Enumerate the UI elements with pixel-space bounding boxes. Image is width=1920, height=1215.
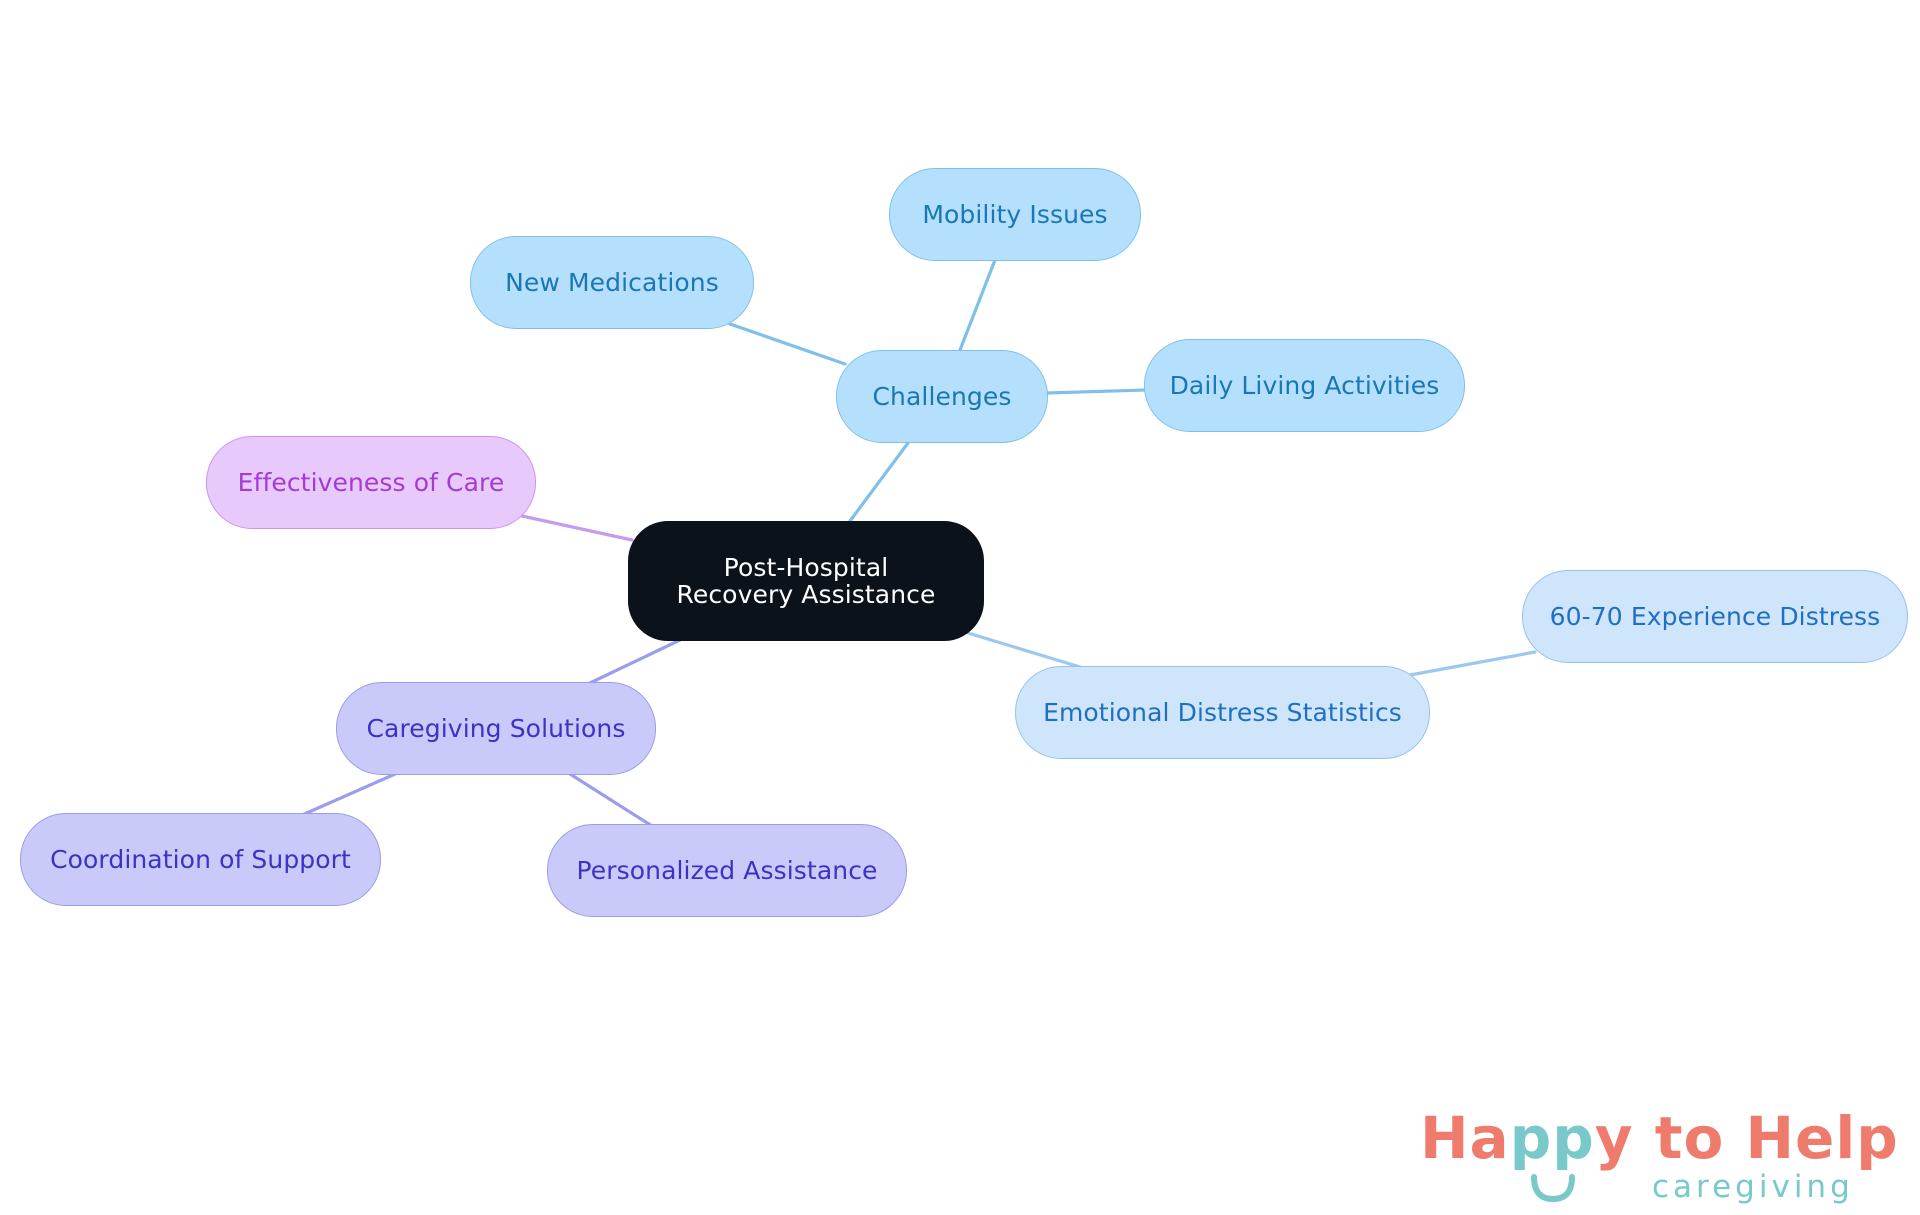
node-emotional-distress-statistics[interactable]: Emotional Distress Statistics <box>1015 666 1430 759</box>
node-mobility-issues[interactable]: Mobility Issues <box>889 168 1141 261</box>
node-coordination-of-support[interactable]: Coordination of Support <box>20 813 381 906</box>
node-personalized-assistance-label: Personalized Assistance <box>576 855 878 885</box>
node-personalized-assistance[interactable]: Personalized Assistance <box>547 824 907 917</box>
node-caregiving-solutions[interactable]: Caregiving Solutions <box>336 682 656 775</box>
brand-wordmark-part3: y to Help <box>1594 1104 1899 1172</box>
node-daily-living-activities-label: Daily Living Activities <box>1169 370 1440 400</box>
node-new-medications-label: New Medications <box>505 267 719 297</box>
node-new-medications[interactable]: New Medications <box>470 236 754 329</box>
edge-root-effectiveness <box>520 514 634 542</box>
root-node-label: Post-Hospital Recovery Assistance <box>676 553 936 609</box>
node-emotional-distress-statistics-label: Emotional Distress Statistics <box>1043 697 1402 727</box>
edge-emotional-60-70 <box>1408 650 1537 677</box>
brand-logo: Happy to Help caregiving <box>1420 1105 1898 1210</box>
brand-wordmark: Happy to Help <box>1420 1105 1899 1171</box>
edge-caregiving-coordination <box>298 772 397 818</box>
smile-icon <box>1531 1174 1575 1203</box>
node-effectiveness-of-care[interactable]: Effectiveness of Care <box>206 436 536 529</box>
brand-wordmark-part1: Ha <box>1420 1104 1510 1172</box>
node-effectiveness-of-care-label: Effectiveness of Care <box>237 467 505 497</box>
edge-challenges-new-medications <box>728 322 847 366</box>
node-caregiving-solutions-label: Caregiving Solutions <box>366 713 626 743</box>
node-coordination-of-support-label: Coordination of Support <box>50 844 351 874</box>
node-challenges[interactable]: Challenges <box>836 350 1048 443</box>
node-challenges-label: Challenges <box>872 381 1012 411</box>
edge-root-emotional <box>966 631 1082 669</box>
edge-caregiving-personalized <box>568 772 654 828</box>
brand-tagline: caregiving <box>1652 1169 1854 1205</box>
brand-wordmark-part2: pp <box>1509 1104 1595 1172</box>
edge-root-challenges <box>848 441 910 523</box>
edge-challenges-daily-living <box>1045 388 1148 395</box>
node-daily-living-activities[interactable]: Daily Living Activities <box>1144 339 1465 432</box>
edge-challenges-mobility-issues <box>958 258 997 352</box>
node-60-70-experience-distress-label: 60-70 Experience Distress <box>1549 601 1881 631</box>
node-mobility-issues-label: Mobility Issues <box>922 199 1108 229</box>
node-60-70-experience-distress[interactable]: 60-70 Experience Distress <box>1522 570 1908 663</box>
edge-root-caregiving <box>588 638 682 685</box>
root-node[interactable]: Post-Hospital Recovery Assistance <box>628 521 984 641</box>
